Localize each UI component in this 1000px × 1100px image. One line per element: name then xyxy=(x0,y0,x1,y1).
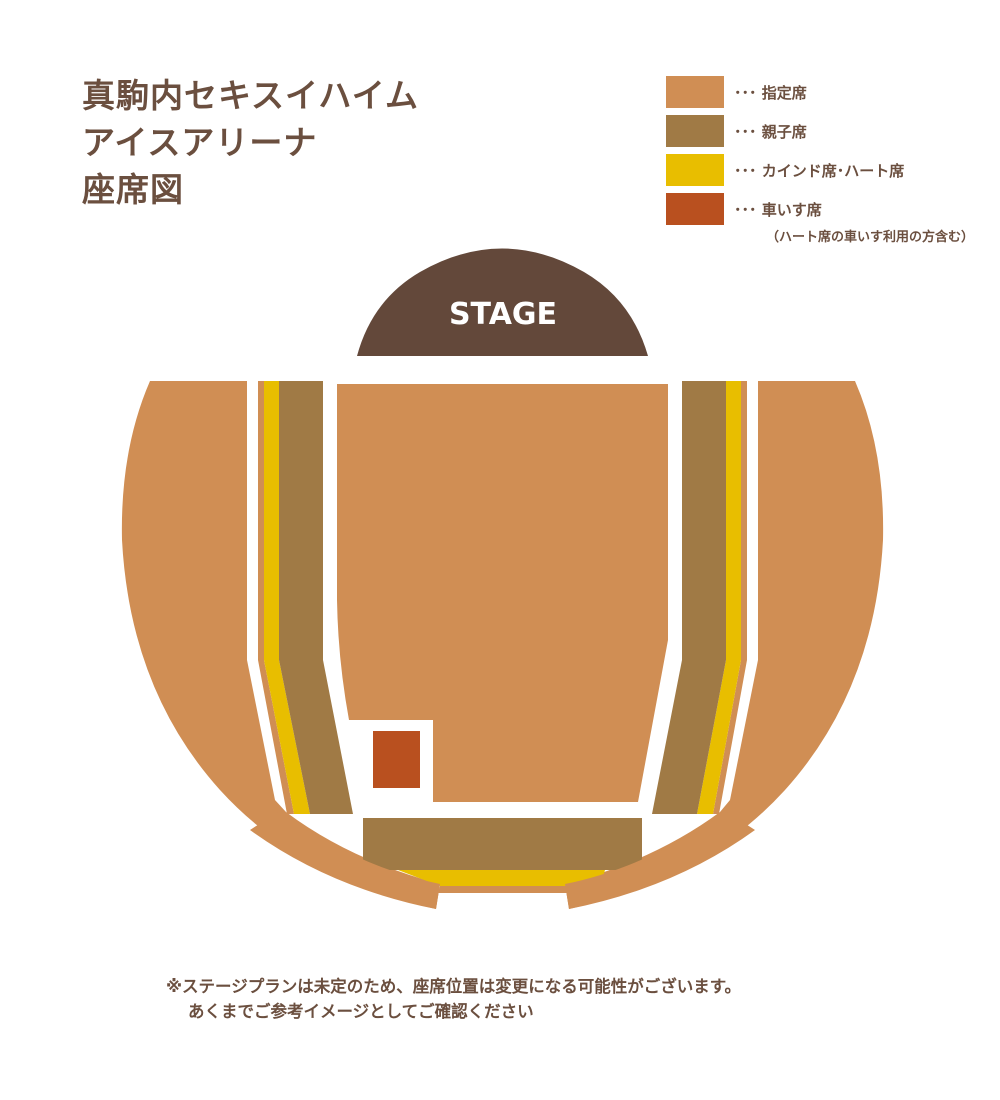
title-line-venue: 真駒内セキスイハイム xyxy=(82,76,420,115)
left-kind-heart-strip xyxy=(264,381,310,814)
right-outer-reserved-block xyxy=(565,381,884,909)
notice-line-1: ※ステージプランは未定のため、座席位置は変更になる可能性がございます。 xyxy=(166,977,742,996)
stage-label: STAGE xyxy=(449,297,557,332)
wheelchair-seat-area xyxy=(373,731,420,788)
right-bottom-arc-band xyxy=(565,812,755,909)
left-outer-reserved-block xyxy=(121,381,440,909)
notice-line-2: あくまでご参考イメージとしてご確認ください xyxy=(188,1002,534,1021)
kind-heart-swatch xyxy=(666,154,724,186)
legend-label: ･･･ カインド席･ハート席 xyxy=(734,162,905,180)
bottom-parent-child-block xyxy=(363,818,642,870)
bottom-thin-reserved-strip xyxy=(438,886,570,893)
right-thin-reserved-strip xyxy=(713,381,747,814)
left-bottom-arc-band xyxy=(250,812,440,909)
stage xyxy=(357,248,648,356)
parent-child-swatch xyxy=(666,115,724,147)
wheelchair-swatch xyxy=(666,193,724,225)
right-kind-heart-strip xyxy=(697,381,741,814)
left-parent-child-block xyxy=(279,381,353,814)
center-reserved-block xyxy=(337,384,668,802)
legend-note: （ハート席の車いす利用の方含む） xyxy=(766,230,975,245)
notice: ※ステージプランは未定のため、座席位置は変更になる可能性がございます。 あくまで… xyxy=(166,974,741,1024)
title-line-seatmap: 座席図 xyxy=(82,170,184,209)
left-thin-reserved-strip xyxy=(258,381,294,814)
page-title: 真駒内セキスイハイム アイスアリーナ 座席図 xyxy=(82,72,419,213)
legend-label: ･･･ 親子席 xyxy=(734,123,807,141)
title-line-arena: アイスアリーナ xyxy=(82,123,318,162)
legend-label: ･･･ 車いす席 xyxy=(734,201,822,219)
legend-label: ･･･ 指定席 xyxy=(734,84,807,102)
right-parent-child-block xyxy=(652,381,726,814)
reserved-swatch xyxy=(666,76,724,108)
bottom-kind-heart-strip xyxy=(398,870,605,886)
